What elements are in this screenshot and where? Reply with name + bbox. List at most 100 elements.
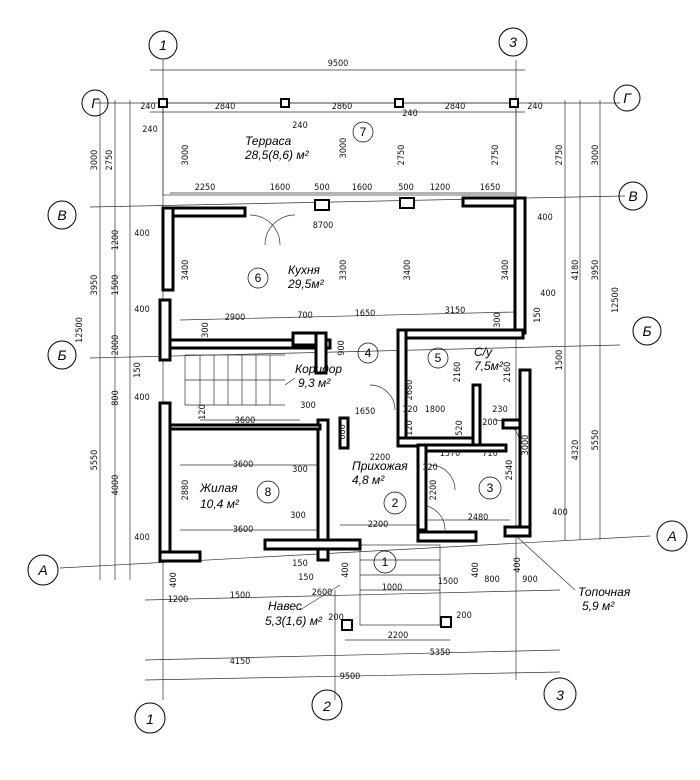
dim: 2600 [312, 588, 333, 598]
dim: 2900 [225, 313, 246, 323]
dim: 200 [482, 418, 497, 428]
axis-left-a: А [37, 562, 47, 578]
dim: 400 [134, 305, 149, 315]
dim: 680 [338, 424, 348, 439]
dim: 3000 [591, 145, 601, 166]
dim: 120 [405, 420, 415, 435]
dim: 1500 [555, 350, 565, 371]
axis-bottom-3: 3 [556, 687, 564, 703]
dim: 1650 [355, 309, 376, 319]
dim: 400 [537, 213, 552, 223]
dim: 4320 [571, 440, 581, 461]
dim: 2200 [368, 520, 389, 530]
dim: 2160 [453, 362, 463, 383]
dim: 400 [341, 562, 351, 577]
terrace-number: 7 [360, 125, 367, 139]
dim: 300 [290, 511, 305, 521]
dim: 2540 [505, 460, 515, 481]
axis-bottom-2: 2 [322, 698, 331, 714]
dim: 3950 [90, 275, 100, 296]
dim: 2250 [195, 183, 216, 193]
dim: 2200 [388, 631, 409, 641]
dim: 1200 [111, 230, 121, 251]
dim: 1650 [355, 407, 376, 417]
dim: 300 [300, 401, 315, 411]
canopy-name: Навес [268, 599, 302, 613]
columns [158, 98, 519, 631]
dim: 240 [527, 102, 542, 112]
dim-bottom-5350: 5350 [430, 648, 451, 658]
dim: 150 [298, 573, 313, 583]
dim: 3000 [90, 150, 100, 171]
axis-right-b: Б [642, 323, 651, 339]
furnace-name: Топочная [578, 585, 631, 599]
dim: 3600 [235, 416, 256, 426]
kitchen-area: 29,5м² [287, 277, 325, 291]
dim: 1500 [438, 577, 459, 587]
dim: 8700 [313, 221, 334, 231]
dim: 3000 [339, 138, 349, 159]
corridor-area: 9,3 м² [298, 376, 331, 390]
terrace-area: 28,5(8,6) м² [244, 148, 310, 162]
axis-right-g: Г [623, 90, 632, 106]
wc-area: 7,5м² [474, 359, 504, 373]
dim: 3400 [181, 260, 191, 281]
dim: 2840 [445, 102, 466, 112]
dim: 3400 [403, 260, 413, 281]
dim: 3950 [591, 260, 601, 281]
dim: 1800 [425, 405, 446, 415]
dim-bottom-total: 9500 [340, 672, 361, 682]
dim: 200 [328, 613, 343, 623]
dim: 1000 [382, 583, 403, 593]
dim: 300 [201, 322, 211, 337]
dim: 900 [522, 575, 537, 585]
dim: 3300 [339, 260, 349, 281]
dim: 500 [314, 183, 329, 193]
dim: 1500 [230, 591, 251, 601]
axis-left-b: Б [57, 347, 66, 363]
axis-markers: 1 3 1 2 3 Г Г В В Б Б А А [27, 27, 688, 734]
dim: 2840 [215, 102, 236, 112]
terrace-name: Терраса [245, 134, 292, 148]
dim: 1200 [430, 183, 451, 193]
corridor-number: 4 [365, 346, 372, 360]
dim: 4180 [571, 260, 581, 281]
walls [158, 196, 532, 563]
dim-top-total: 9500 [328, 59, 349, 69]
axis-right-v: В [628, 188, 637, 204]
dim: 400 [552, 508, 567, 518]
dim: 5550 [591, 430, 601, 451]
canopy-area: 5,3(1,6) м² [265, 614, 323, 628]
dim: 12500 [75, 317, 85, 343]
dim: 710 [482, 449, 497, 459]
dim: 2750 [105, 150, 115, 171]
living-name: Жилая [199, 481, 238, 495]
dim: 240 [402, 109, 417, 119]
dim: 1650 [480, 183, 501, 193]
axis-bottom-1: 1 [146, 711, 154, 727]
dim: 400 [134, 229, 149, 239]
dimension-values: 9500 2840 2860 2840 240 240 240 240 240 … [75, 59, 621, 682]
dim: 120 [422, 463, 437, 473]
dim: 3150 [445, 306, 466, 316]
hall-number: 2 [392, 496, 399, 510]
dim: 900 [337, 340, 347, 355]
dim: 12500 [611, 287, 621, 313]
dim: 120 [402, 405, 417, 415]
dim-bottom-4150: 4150 [230, 657, 251, 667]
dim: 1500 [111, 275, 121, 296]
dim: 240 [142, 125, 157, 135]
dim: 400 [513, 557, 523, 572]
dim: 3600 [233, 525, 254, 535]
living-area: 10,4 м² [200, 497, 240, 511]
dim: 300 [292, 465, 307, 475]
dim: 3400 [501, 260, 511, 281]
dim: 2880 [181, 480, 191, 501]
staircase [184, 354, 285, 406]
dim: 4000 [111, 475, 121, 496]
dim: 700 [297, 311, 312, 321]
dim: 1370 [440, 449, 461, 459]
hall-name: Прихожая [352, 459, 408, 473]
axis-top-1: 1 [159, 37, 167, 53]
